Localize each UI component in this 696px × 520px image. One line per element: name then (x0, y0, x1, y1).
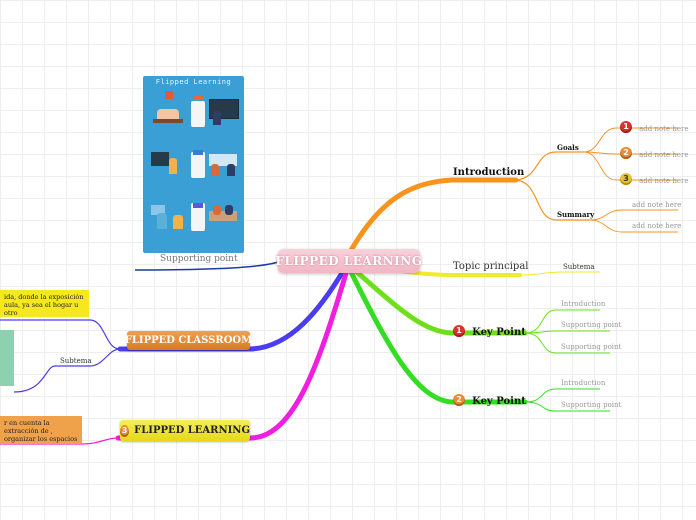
topic-introduction[interactable]: Introduction (453, 167, 525, 178)
branch-flipped-classroom (117, 265, 348, 352)
goal-note-text: add note here (639, 151, 689, 159)
topic-key-point-1[interactable]: 1 Key Point (453, 320, 526, 339)
flipped-classroom-image (0, 330, 14, 386)
branch-flipped-learning (115, 267, 350, 441)
infographic-title: Flipped Learning (155, 78, 232, 86)
goal-note-text: add note here (639, 125, 689, 133)
branch-introduction (347, 177, 519, 255)
priority-1-icon: 1 (620, 120, 632, 133)
priority-3-icon: 3 (120, 424, 130, 437)
subtopic-summary[interactable]: Summary (557, 210, 595, 219)
summary-note-1[interactable]: add note here (632, 201, 682, 209)
infographic-caption: Supporting point (160, 254, 238, 264)
key-point-2-child-2[interactable]: Supporting point (561, 401, 622, 409)
branch-key-point-2 (347, 267, 528, 405)
subtopic-goals[interactable]: Goals (557, 143, 579, 152)
priority-1-icon: 1 (453, 324, 465, 337)
flipped-learning-note[interactable]: r en cuenta la extracción de , organizar… (0, 416, 82, 444)
goal-note-1[interactable]: 1 add note here (620, 116, 689, 135)
priority-2-icon: 2 (620, 146, 632, 159)
flipped-classroom-note[interactable]: ida, donde la exposición aula, ya sea el… (0, 290, 89, 317)
key-point-label: Key Point (472, 396, 526, 407)
branch-key-point-1 (349, 265, 528, 336)
goal-note-text: add note here (639, 177, 689, 185)
flipped-learning-infographic: Flipped Learning (143, 76, 244, 253)
topic-flipped-learning[interactable]: 3 FLIPPED LEARNING (120, 420, 250, 441)
topic-key-point-2[interactable]: 2 Key Point (453, 389, 526, 408)
branch-supporting-point (134, 261, 279, 271)
priority-3-icon: 3 (620, 172, 632, 185)
key-point-1-child-3[interactable]: Supporting point (561, 343, 622, 351)
topic-principal-subtema[interactable]: Subtema (563, 263, 595, 271)
topic-principal[interactable]: Topic principal (453, 261, 529, 272)
key-point-label: Key Point (472, 327, 526, 338)
key-point-1-child-1[interactable]: Introduction (561, 300, 606, 308)
summary-note-2[interactable]: add note here (632, 222, 682, 230)
priority-2-icon: 2 (453, 393, 465, 406)
goal-note-3[interactable]: 3 add note here (620, 168, 689, 187)
infographic-panel-1 (147, 91, 240, 138)
flipped-classroom-subtema[interactable]: Subtema (60, 357, 92, 365)
key-point-2-child-1[interactable]: Introduction (561, 379, 606, 387)
infographic-panel-3 (147, 201, 240, 248)
key-point-1-child-2[interactable]: Supporting point (561, 321, 622, 329)
central-topic[interactable]: FLIPPED LEARNING (276, 249, 422, 273)
infographic-panel-2 (147, 146, 240, 193)
topic-flipped-classroom[interactable]: FLIPPED CLASSROOM (125, 331, 252, 350)
flipped-learning-label: FLIPPED LEARNING (134, 425, 250, 436)
goal-note-2[interactable]: 2 add note here (620, 142, 689, 161)
